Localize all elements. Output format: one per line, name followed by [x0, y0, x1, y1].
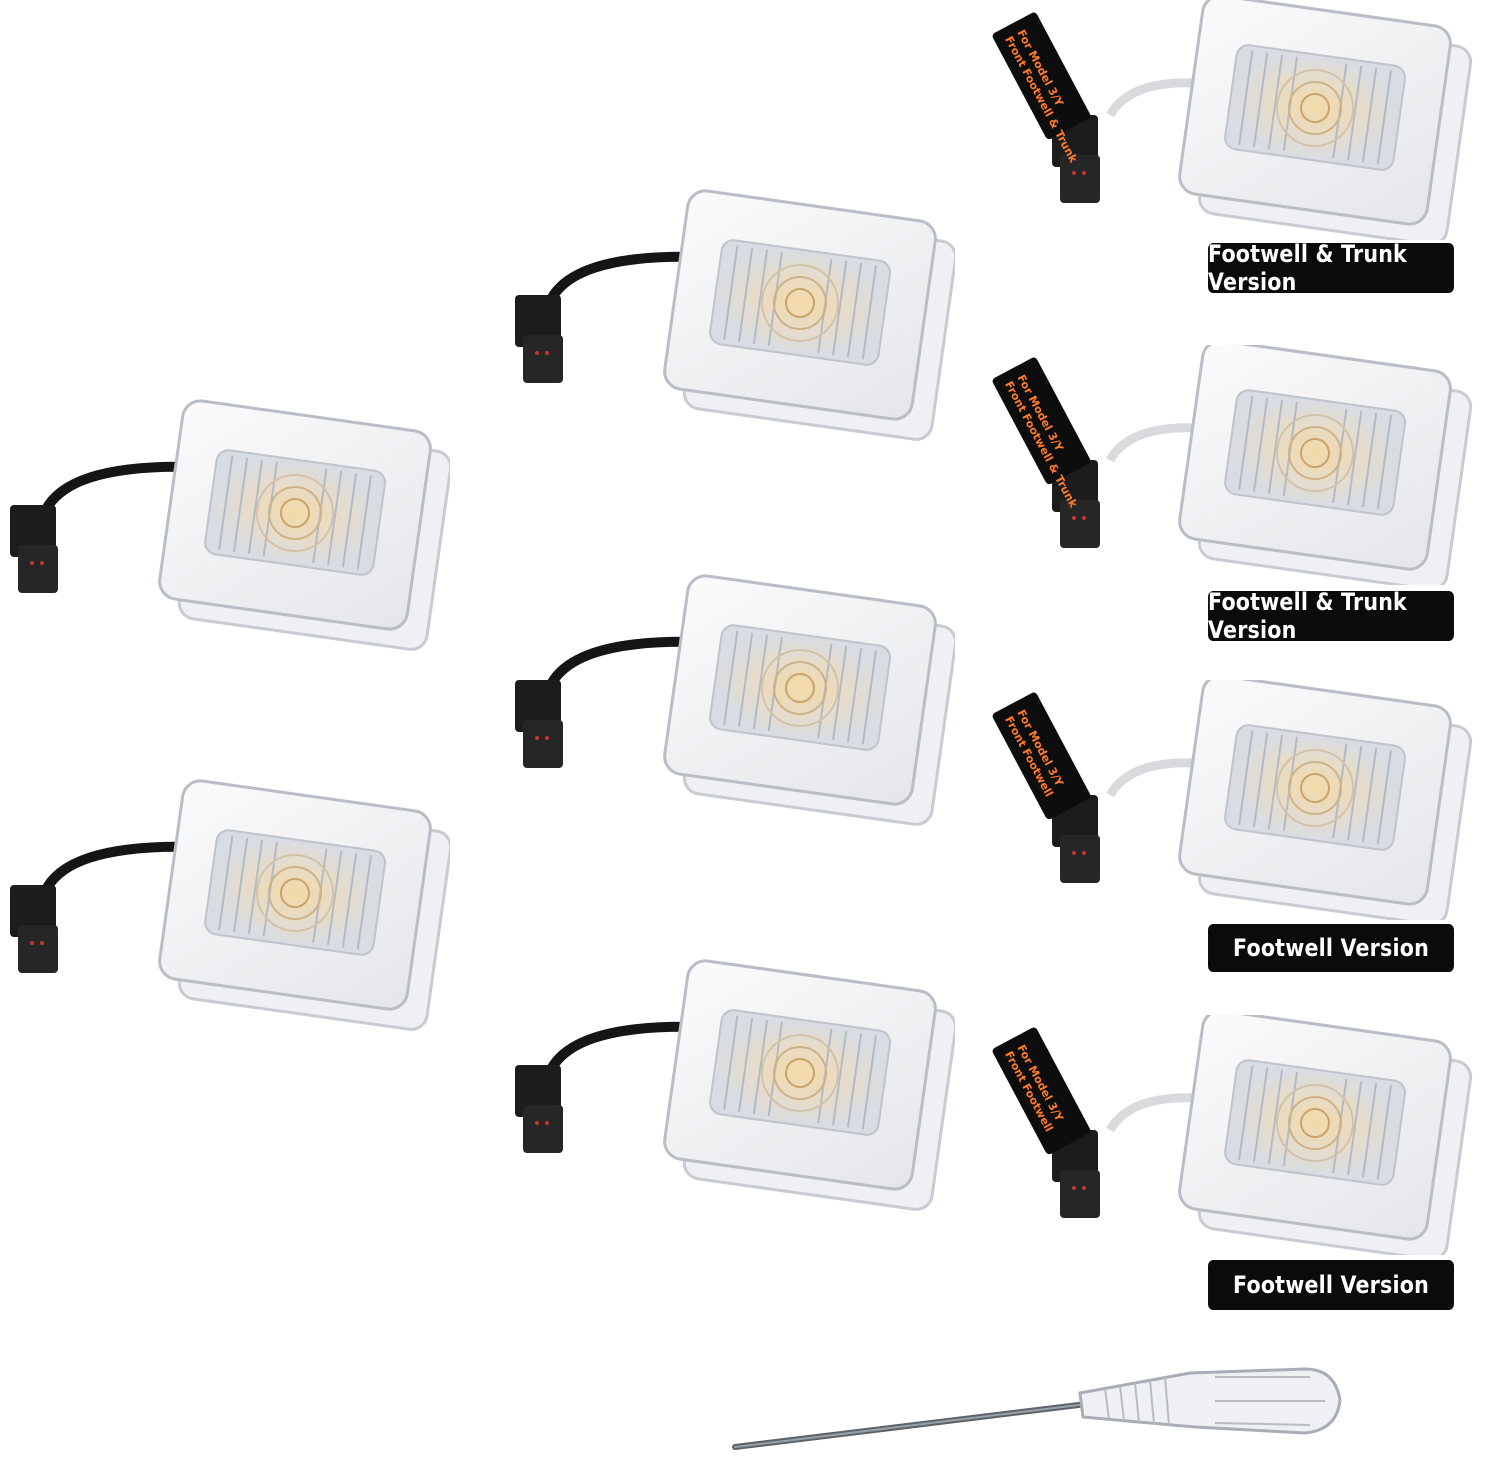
- led-light-white-1: For Model 3/Y Front Footwell & Trunk: [992, 0, 1475, 240]
- version-badge: Footwell & Trunk Version: [1208, 588, 1454, 644]
- version-badge: Footwell Version: [1208, 1260, 1454, 1310]
- led-light-black-5: [515, 957, 955, 1213]
- led-light-white-4: For Model 3/Y Front Footwell: [992, 1015, 1475, 1255]
- version-badge: Footwell & Trunk Version: [1208, 240, 1454, 296]
- led-light-black-1: [10, 397, 450, 653]
- led-light-black-4: [515, 572, 955, 828]
- screwdriver: [732, 1367, 1342, 1450]
- led-light-black-2: [10, 777, 450, 1033]
- led-light-black-3: [515, 187, 955, 443]
- led-light-white-3: For Model 3/Y Front Footwell: [992, 680, 1475, 920]
- led-light-white-2: For Model 3/Y Front Footwell & Trunk: [992, 345, 1475, 585]
- version-badge: Footwell Version: [1208, 924, 1454, 972]
